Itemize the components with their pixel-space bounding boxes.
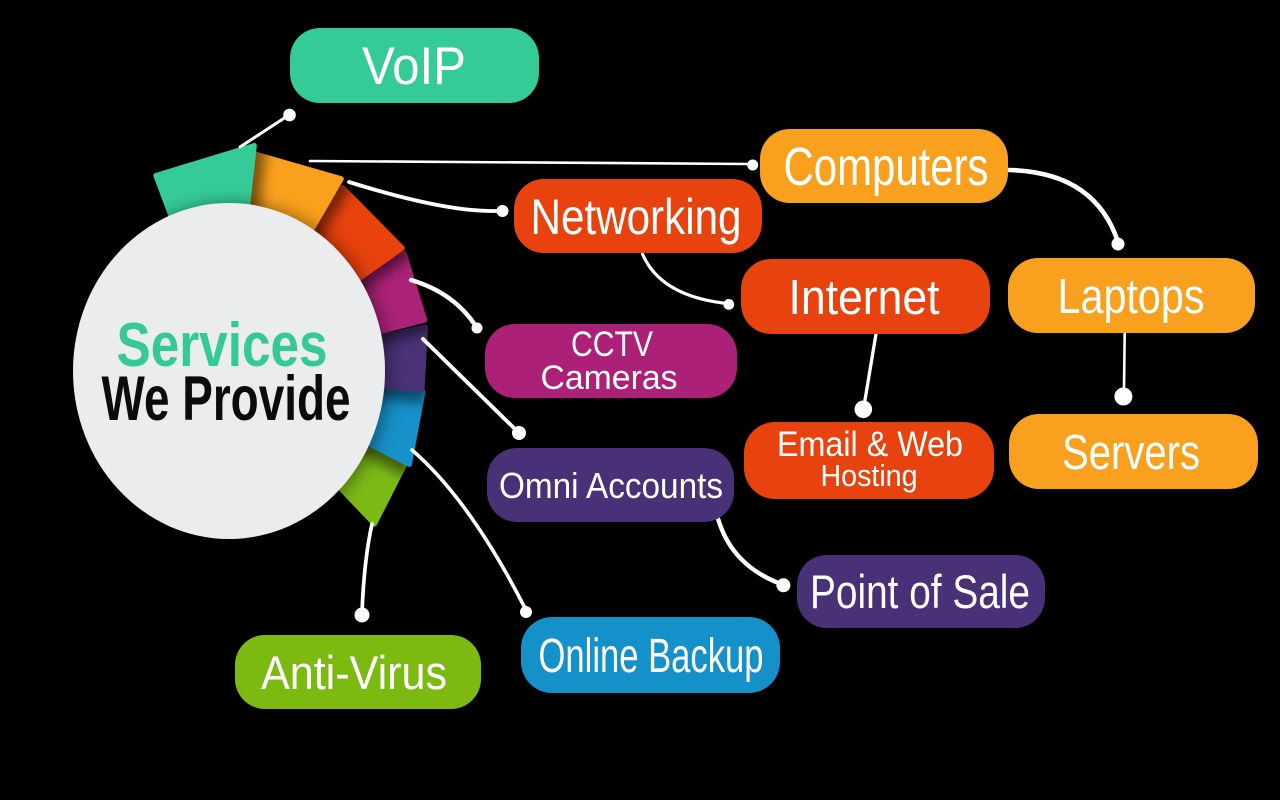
svg-text:Laptops: Laptops <box>1058 270 1205 324</box>
svg-text:Hosting: Hosting <box>821 458 918 493</box>
svg-text:Anti-Virus: Anti-Virus <box>261 646 447 699</box>
svg-text:CCTV: CCTV <box>571 325 654 364</box>
svg-text:Networking: Networking <box>531 189 742 245</box>
svg-text:Online Backup: Online Backup <box>539 630 764 683</box>
svg-text:Internet: Internet <box>789 271 940 325</box>
svg-text:Email & Web: Email & Web <box>777 425 963 464</box>
svg-text:Cameras: Cameras <box>541 359 678 397</box>
svg-text:Omni Accounts: Omni Accounts <box>499 465 723 506</box>
svg-text:Services: Services <box>117 311 328 380</box>
svg-text:Servers: Servers <box>1062 426 1200 480</box>
svg-text:Computers: Computers <box>784 137 989 197</box>
svg-text:Point of Sale: Point of Sale <box>810 565 1030 618</box>
svg-text:VoIP: VoIP <box>362 37 466 96</box>
svg-text:We Provide: We Provide <box>102 364 351 434</box>
